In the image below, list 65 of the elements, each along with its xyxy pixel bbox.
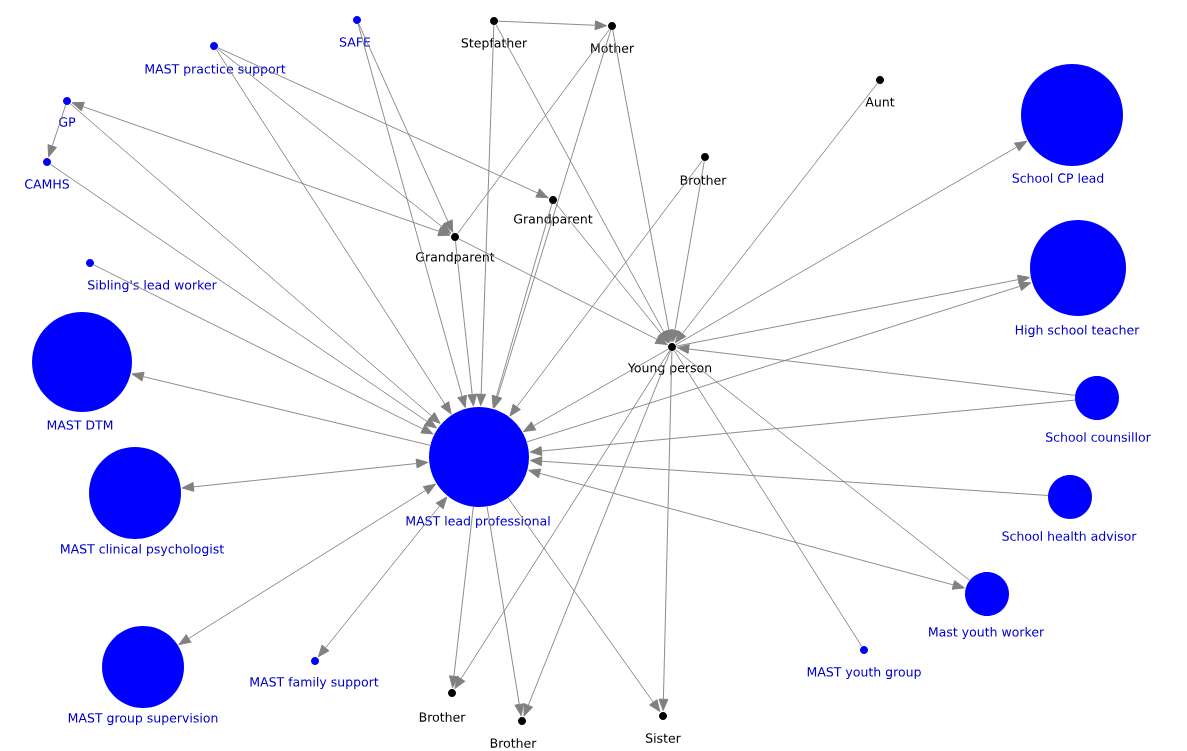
arrow — [317, 496, 448, 658]
arrow — [178, 483, 436, 645]
arrow — [216, 48, 452, 235]
node-label: MAST practice support — [145, 63, 286, 77]
arrow — [458, 238, 668, 345]
arrow — [486, 506, 525, 717]
arrow — [507, 497, 661, 712]
node-label: Aunt — [865, 97, 895, 107]
arrow — [497, 20, 607, 31]
arrow — [658, 350, 673, 711]
node-label: Sibling's lead worker — [88, 279, 217, 293]
arrow — [476, 24, 495, 406]
node-label: Stepfather — [461, 37, 528, 51]
node-label: Mast youth worker — [929, 626, 1045, 640]
node-label: School health advisor — [1002, 531, 1137, 541]
arrow — [676, 344, 1076, 396]
arrow — [455, 240, 478, 407]
node-label: Brother — [680, 175, 727, 185]
node-label: MAST DTM — [47, 420, 113, 430]
node-label: School CP lead — [1012, 173, 1104, 183]
arrow — [529, 399, 1076, 456]
arrow — [528, 468, 965, 590]
arrow — [358, 23, 454, 233]
arrow — [526, 281, 1032, 443]
node-label: GP — [59, 117, 76, 127]
arrow — [675, 140, 1028, 346]
node-label: Mother — [591, 43, 635, 53]
node-label: Grandparent — [416, 251, 495, 265]
arrow — [523, 350, 671, 717]
node-label: MAST family support — [250, 676, 379, 690]
arrow — [217, 47, 549, 199]
arrow — [69, 103, 441, 424]
arrow — [670, 160, 705, 343]
arrow — [454, 350, 671, 689]
arrow — [50, 163, 437, 429]
node-label: CAMHS — [25, 179, 69, 189]
node-label: High school teacher — [1015, 324, 1140, 338]
node-label: Brother — [419, 712, 466, 722]
node-label: MAST youth group — [807, 666, 921, 680]
arrow — [357, 23, 467, 408]
arrow — [449, 506, 474, 689]
node-label: Young person — [627, 363, 712, 375]
arrow — [674, 82, 878, 344]
arrow — [47, 104, 67, 158]
node-label: School counsillor — [1046, 432, 1151, 442]
arrow — [492, 29, 612, 409]
node-label: Brother — [490, 738, 537, 748]
arrow — [555, 202, 670, 344]
arrow — [181, 458, 429, 492]
arrow — [509, 159, 703, 417]
node-label: Grandparent — [514, 213, 593, 227]
arrow — [612, 29, 674, 343]
arrow — [523, 348, 669, 432]
node-label: Sister — [646, 733, 681, 743]
arrow — [491, 203, 553, 408]
node-label: MAST clinical psychologist — [61, 543, 224, 557]
arrow — [93, 264, 434, 435]
arrow — [71, 101, 451, 237]
arrow — [131, 371, 431, 446]
node-label: MAST lead professional — [406, 515, 550, 529]
arrow — [529, 456, 1049, 496]
arrow — [215, 49, 452, 415]
node-label: MAST group supervision — [68, 712, 218, 726]
arrow — [675, 274, 1030, 347]
node-label: SAFE — [339, 37, 371, 47]
